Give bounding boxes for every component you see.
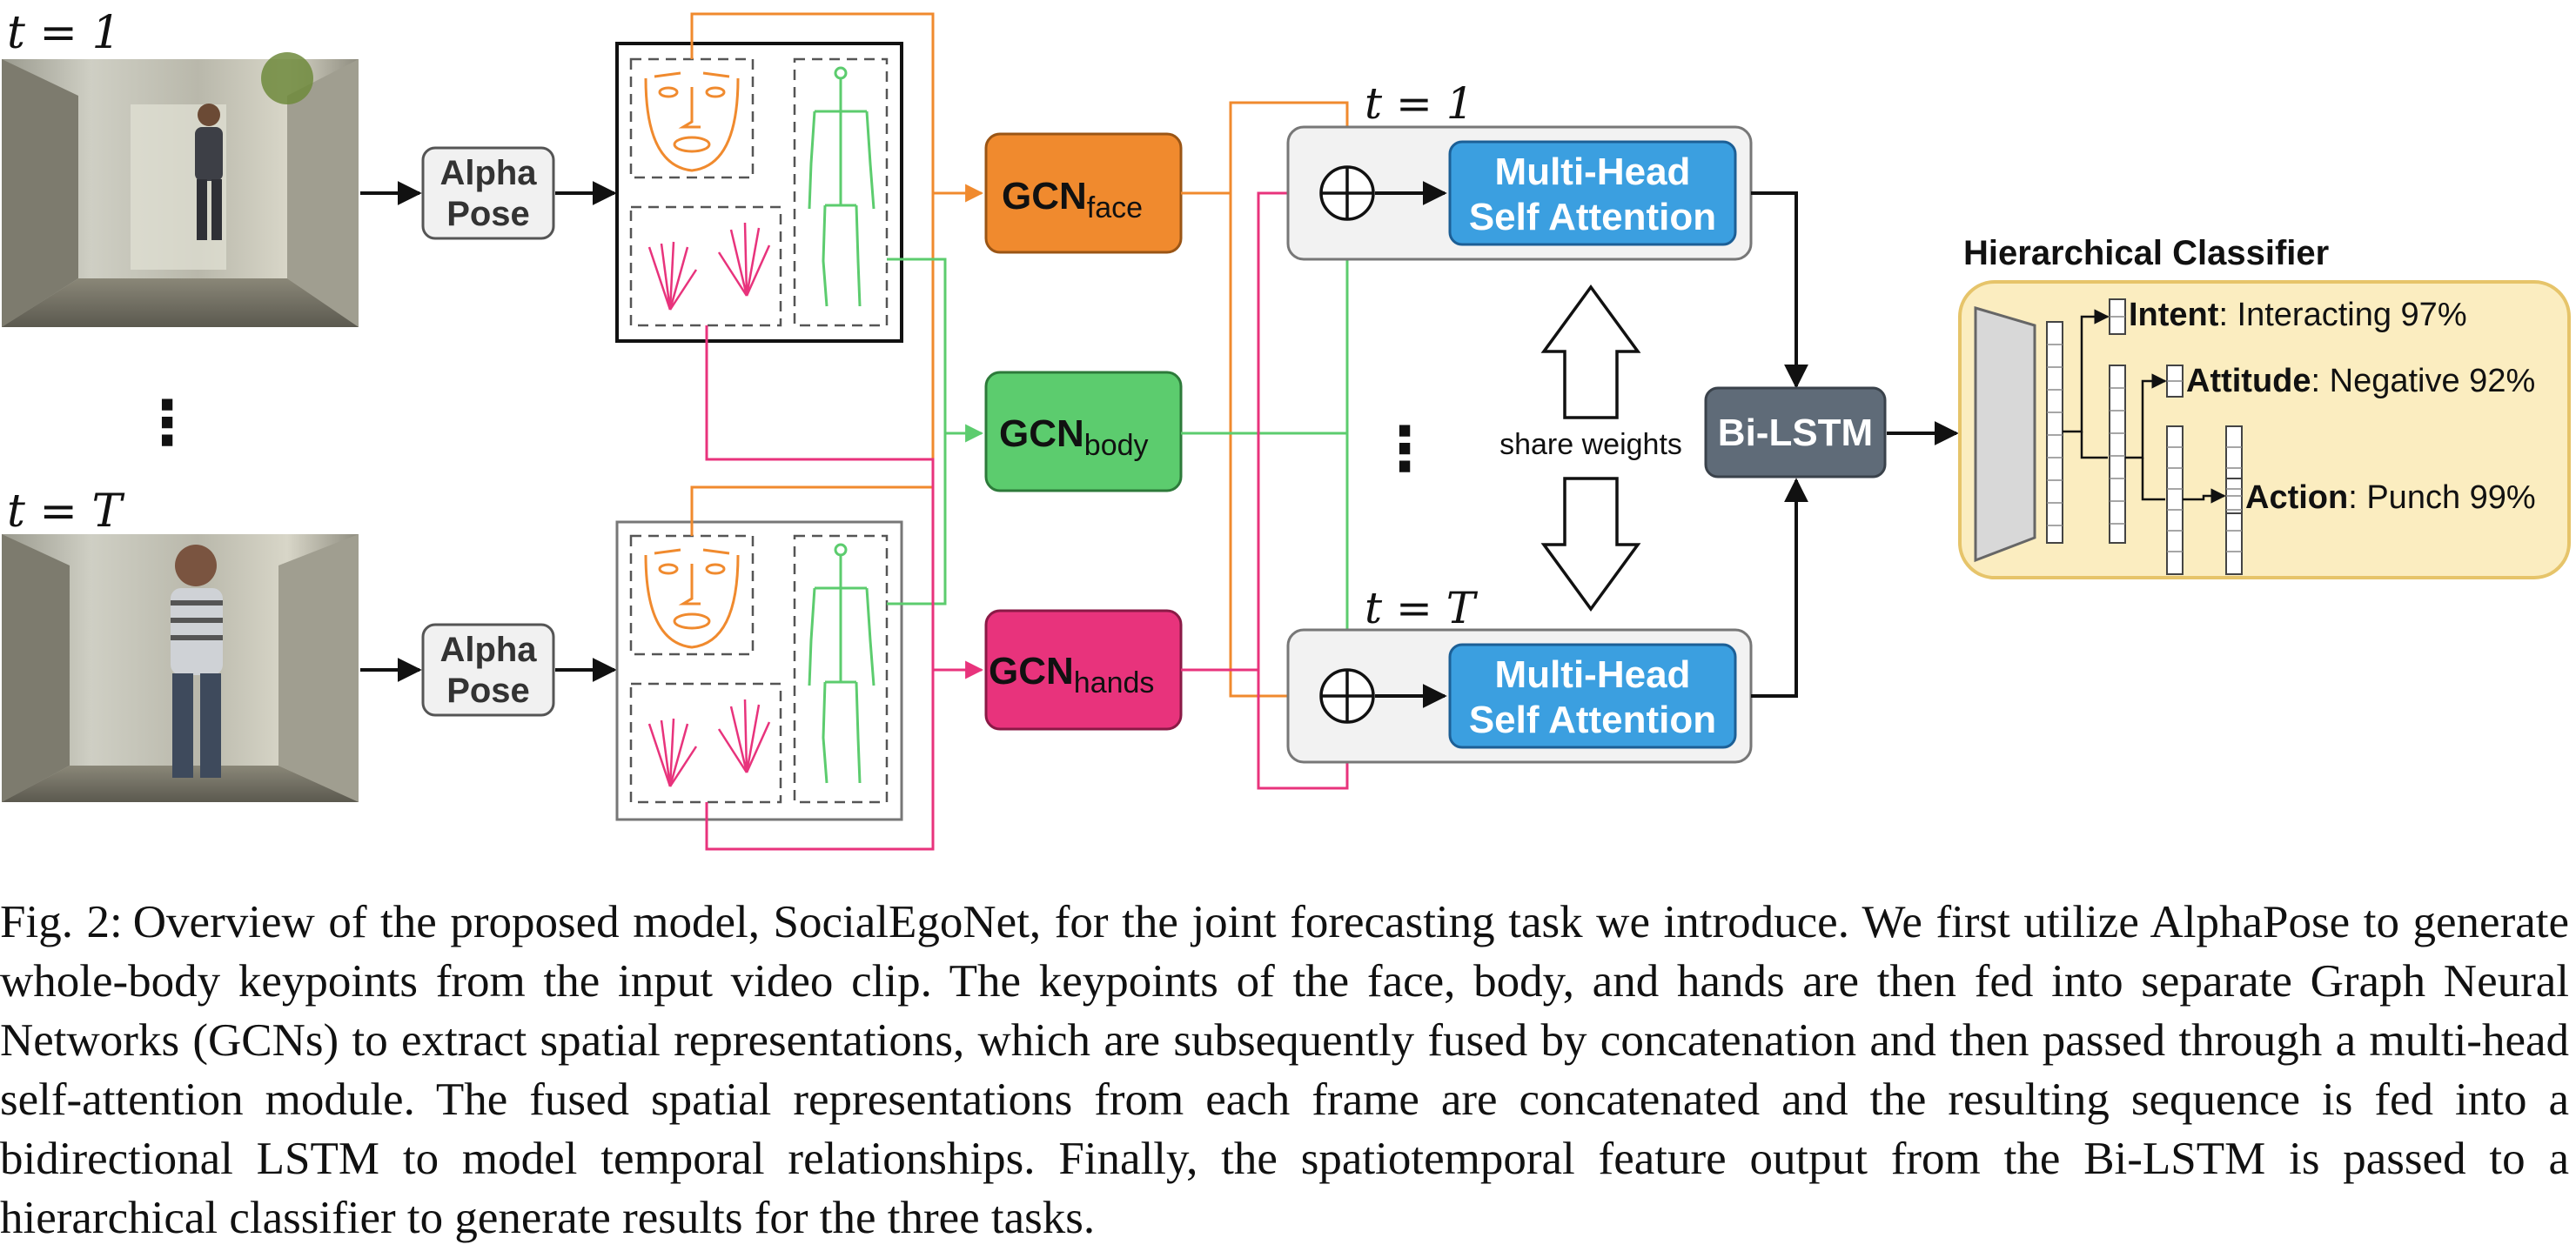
keypoint-panel-bottom <box>615 520 903 821</box>
attention-module-bottom: t = T Multi-Head Self Attention <box>1286 583 1753 764</box>
gcn-face-main: GCN <box>1002 175 1087 217</box>
classifier-title: Hierarchical Classifier <box>1963 234 2329 272</box>
attention-block-line1: Multi-Head <box>1495 151 1691 193</box>
hand-keypoints <box>647 222 771 311</box>
caption-prefix: Fig. 2: <box>0 897 123 947</box>
svg-text:Attitude: Negative 92%: Attitude: Negative 92% <box>2186 363 2535 399</box>
body-keypoints <box>808 543 875 784</box>
model-overview-diagram: t = 1 ⋮ t = T <box>2 7 2571 851</box>
gcn-hands-block: GCNhands <box>984 609 1183 731</box>
keypoint-panel-top <box>615 42 903 343</box>
gcn-body-sub: body <box>1084 429 1149 462</box>
gcn-body-block: GCNbody <box>984 371 1183 492</box>
frame-last-time-label: t = T <box>7 485 125 538</box>
hands-feature-connectors <box>705 325 984 851</box>
share-weights-label: share weights <box>1499 428 1682 461</box>
classifier-action-task: Action <box>2245 479 2348 516</box>
alphapose-line2: Pose <box>446 195 530 233</box>
gcn-face-block: GCNface <box>984 132 1183 254</box>
face-feature-connectors <box>690 12 984 536</box>
figure-caption: Fig. 2:Overview of the proposed model, S… <box>0 893 2569 1248</box>
classifier-action-value: : Punch 99% <box>2348 479 2535 516</box>
gcn-body-main: GCN <box>999 412 1084 455</box>
share-weights-arrow: share weights <box>1486 284 1695 612</box>
frames-ellipsis: ⋮ <box>137 389 198 457</box>
hierarchical-classifier: Hierarchical Classifier Intent <box>1958 234 2571 579</box>
classifier-attitude-task: Attitude <box>2186 363 2311 399</box>
body-feature-connectors <box>887 258 984 606</box>
attention-block-line2: Self Attention <box>1469 196 1716 238</box>
attention-bottom-time-label: t = T <box>1365 583 1479 633</box>
alphapose-block-top: Alpha Pose <box>421 146 555 240</box>
bilstm-label: Bi-LSTM <box>1718 412 1873 454</box>
attention-block-line2: Self Attention <box>1469 699 1716 741</box>
svg-text:GCNhands: GCNhands <box>989 650 1154 699</box>
attention-module-top: t = 1 Multi-Head Self Attention <box>1286 78 1753 261</box>
alphapose-block-bottom: Alpha Pose <box>421 623 555 717</box>
alphapose-line1: Alpha <box>439 631 537 669</box>
frame-first-time-label: t = 1 <box>7 7 121 59</box>
hand-keypoints <box>647 699 771 787</box>
classifier-intent-task: Intent <box>2129 297 2219 333</box>
svg-text:Action: Punch 99%: Action: Punch 99% <box>2245 479 2536 516</box>
frame-last: t = T <box>2 485 359 802</box>
body-keypoints <box>808 66 875 307</box>
attention-ellipsis: ⋮ <box>1374 415 1435 483</box>
attention-block-line1: Multi-Head <box>1495 653 1691 696</box>
gcn-hands-sub: hands <box>1074 666 1155 699</box>
classifier-attitude-value: : Negative 92% <box>2311 363 2536 399</box>
classifier-intent-value: : Interacting 97% <box>2218 297 2466 333</box>
attention-top-time-label: t = 1 <box>1365 78 1474 129</box>
svg-text:Intent: Interacting 97%: Intent: Interacting 97% <box>2129 297 2467 333</box>
frame-first: t = 1 <box>2 7 359 327</box>
alphapose-line2: Pose <box>446 672 530 710</box>
svg-text:GCNbody: GCNbody <box>999 412 1149 462</box>
person-figure-first <box>195 104 223 240</box>
caption-text: Overview of the proposed model, SocialEg… <box>0 897 2569 1243</box>
bilstm-block: Bi-LSTM <box>1704 386 1887 478</box>
svg-text:GCNface: GCNface <box>1002 175 1143 224</box>
alphapose-line1: Alpha <box>439 154 537 192</box>
gcn-hands-main: GCN <box>989 650 1074 693</box>
face-keypoints <box>644 71 740 172</box>
person-figure-last <box>171 545 223 778</box>
face-keypoints <box>644 548 740 649</box>
gcn-face-sub: face <box>1087 191 1143 224</box>
